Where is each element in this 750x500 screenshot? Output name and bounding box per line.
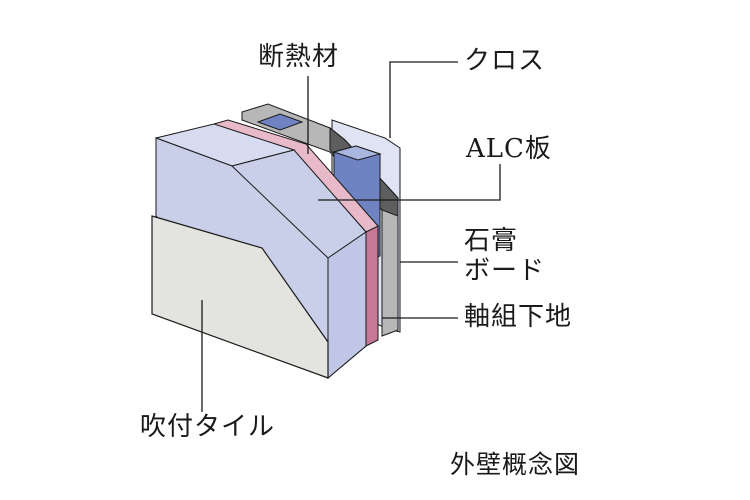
framing-stud-top	[332, 145, 382, 161]
framing-top-left	[256, 113, 304, 131]
leader-alc	[318, 164, 501, 201]
leader-cloth	[389, 61, 458, 138]
label-spray-tile: 吹付タイル	[140, 412, 276, 442]
label-cloth: クロス	[464, 46, 546, 76]
label-framing: 軸組下地	[464, 302, 573, 332]
leader-lines	[201, 61, 501, 412]
label-alc-panel: ALC板	[466, 134, 552, 164]
alc-panel-side	[327, 231, 367, 380]
label-insulation: 断熱材	[258, 42, 340, 72]
alc-panel-edge	[231, 165, 329, 259]
label-gypsum-board-line2: ボード	[464, 256, 546, 286]
insulation-side	[365, 225, 379, 347]
spray-tile-layer	[151, 215, 329, 379]
diagram-caption: 外壁概念図	[450, 450, 581, 479]
label-gypsum-board-line1: 石膏	[464, 226, 519, 256]
